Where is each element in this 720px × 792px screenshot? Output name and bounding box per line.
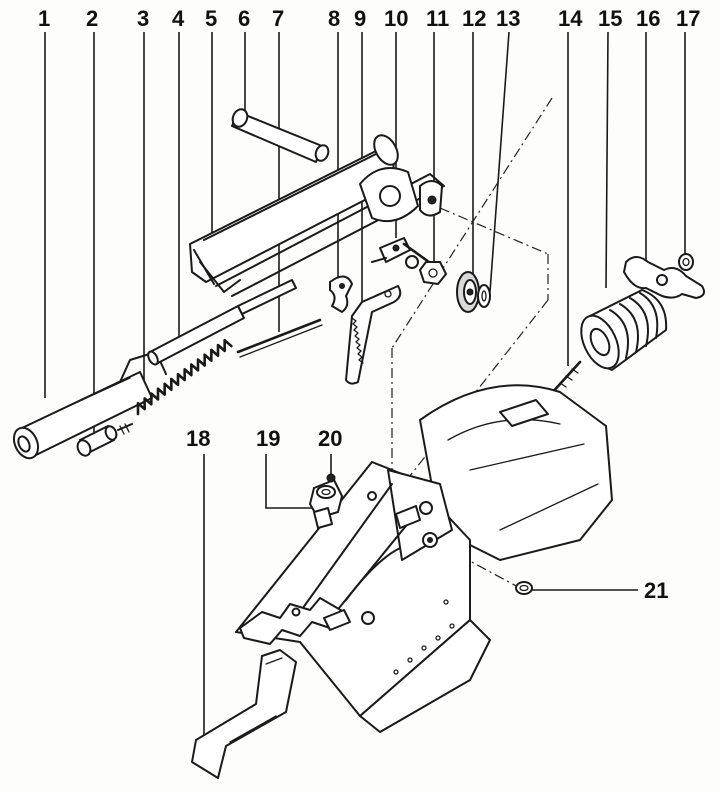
label-4: 4 — [172, 6, 185, 31]
part-20-screw — [326, 473, 336, 483]
label-19: 19 — [256, 426, 280, 451]
label-15: 15 — [598, 6, 622, 31]
label-2: 2 — [86, 6, 98, 31]
label-10: 10 — [384, 6, 408, 31]
leader-13 — [489, 31, 510, 293]
label-20: 20 — [318, 426, 342, 451]
part-13-washer — [477, 284, 491, 308]
label-21: 21 — [644, 578, 668, 603]
label-16: 16 — [636, 6, 660, 31]
leader-15 — [605, 31, 609, 289]
label-12: 12 — [462, 6, 486, 31]
label-5: 5 — [205, 6, 217, 31]
part-11-adjusting-bolt — [402, 242, 447, 285]
label-14: 14 — [558, 6, 583, 31]
part-21-circlip — [515, 581, 533, 595]
part-5-lever-housing — [189, 134, 445, 297]
part-10-link — [371, 237, 411, 263]
part-19-switch — [309, 479, 343, 529]
part-3-spring — [136, 338, 233, 416]
label-1: 1 — [38, 6, 50, 31]
label-11: 11 — [426, 6, 449, 31]
label-8: 8 — [328, 6, 340, 31]
label-9: 9 — [354, 6, 366, 31]
part-18-floor-tunnel — [191, 384, 613, 779]
part-8-pawl — [329, 275, 353, 313]
part-9-ratchet-segment — [345, 285, 402, 385]
label-17: 17 — [676, 6, 700, 31]
part-16-equalizer-bracket — [623, 256, 705, 299]
label-18: 18 — [186, 426, 210, 451]
part-7-pawl-rod — [236, 318, 323, 358]
part-17-nut — [678, 253, 694, 271]
part-12-adjuster-wheel — [456, 271, 480, 313]
label-6: 6 — [238, 6, 250, 31]
leader-19 — [265, 454, 314, 509]
part-4-push-rod — [147, 279, 297, 366]
part-1-lever-tube — [12, 351, 167, 460]
label-13: 13 — [496, 6, 520, 31]
part-15-rubber-boot — [580, 289, 668, 371]
label-3: 3 — [137, 6, 149, 31]
part-6-pivot-pin — [231, 108, 330, 163]
leader-lines — [44, 31, 686, 742]
label-7: 7 — [272, 6, 284, 31]
callout-labels: 1 2 3 4 5 6 7 8 9 10 11 12 13 14 15 16 1… — [38, 6, 700, 603]
part-2-release-button — [76, 423, 133, 457]
